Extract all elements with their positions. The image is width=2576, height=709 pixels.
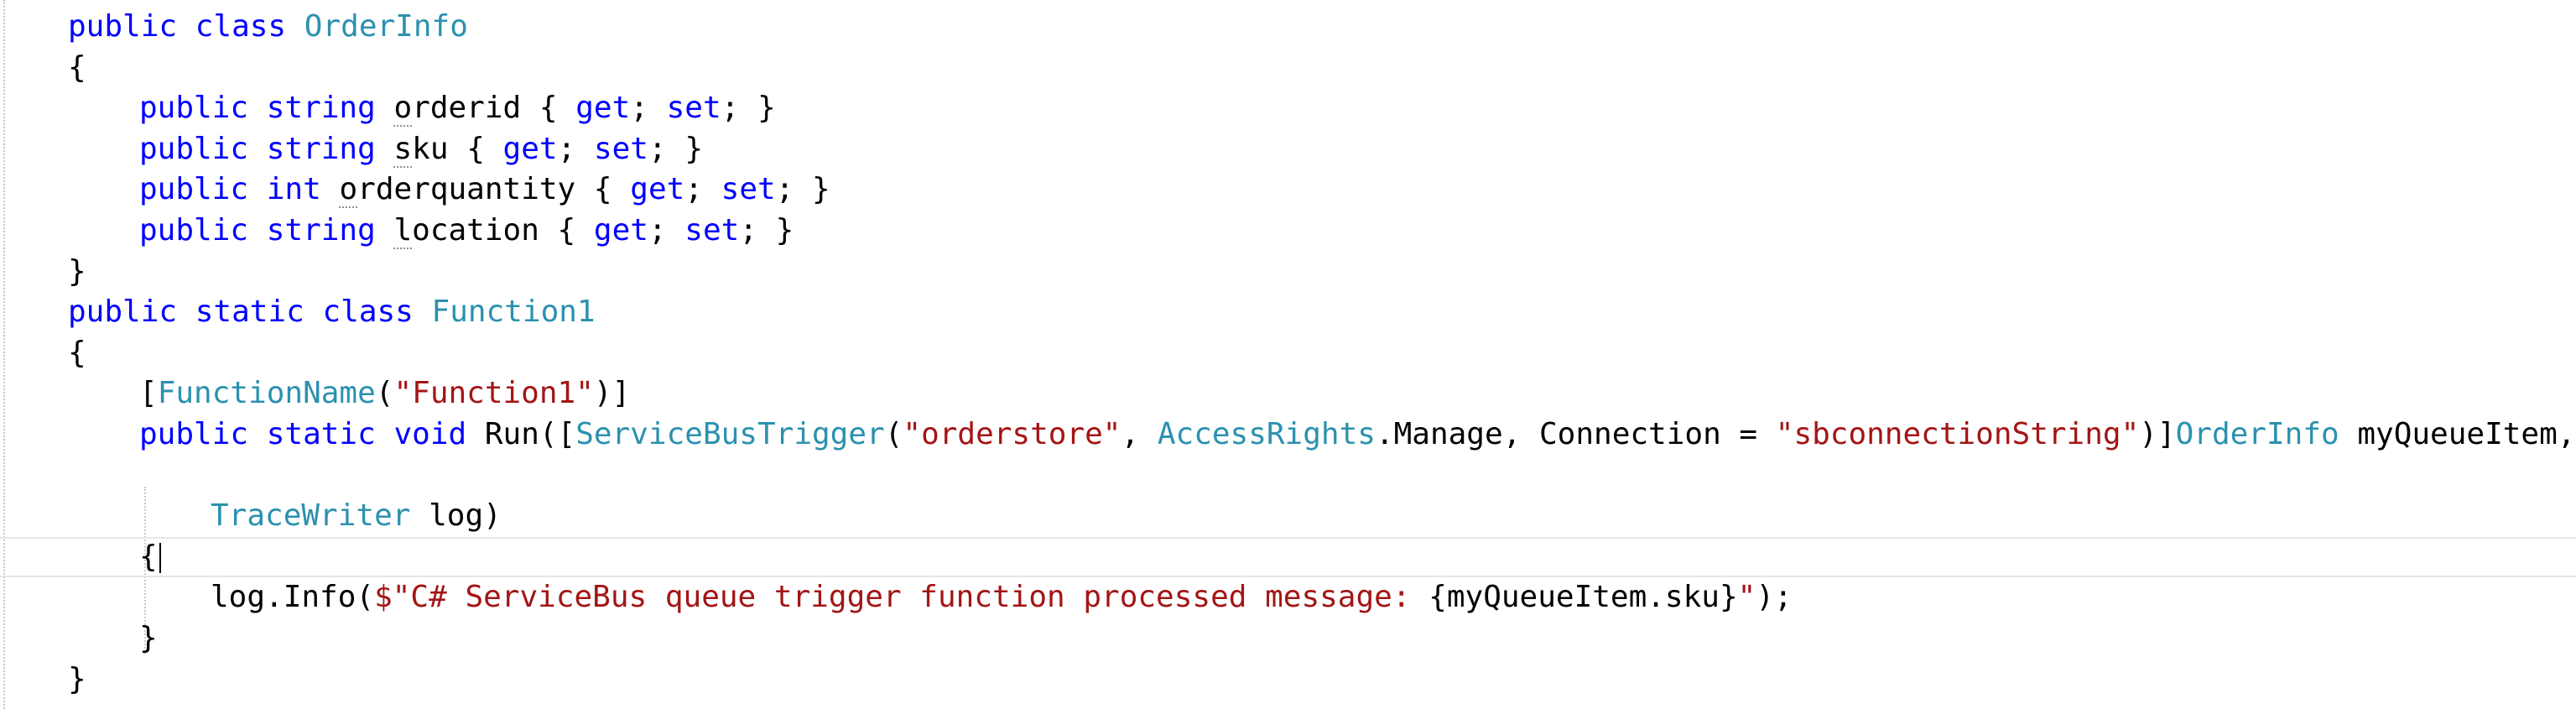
keyword: string: [266, 91, 376, 126]
punctuation: {: [539, 213, 594, 248]
keyword: string: [266, 213, 376, 248]
keyword: public: [139, 91, 249, 126]
punctuation: {: [521, 91, 576, 126]
code-line-12: [0, 456, 2576, 497]
keyword: public: [139, 213, 249, 248]
string-literal: ": [1737, 580, 1756, 615]
punctuation: ; }: [775, 172, 830, 207]
property-name: ocation: [412, 213, 539, 248]
keyword: public: [68, 295, 178, 330]
punctuation: ;: [648, 213, 685, 248]
property-name-hint: l: [393, 213, 413, 249]
code-line-16: }: [0, 618, 2576, 659]
keyword: class: [195, 9, 287, 44]
attribute-name: FunctionName: [157, 376, 376, 411]
punctuation: (: [884, 417, 903, 451]
property-name-hint: o: [339, 172, 358, 209]
punctuation: {: [448, 131, 503, 166]
member-access: .Manage, Connection =: [1375, 417, 1776, 451]
punctuation: ;: [557, 131, 594, 166]
property-name: rderid: [412, 91, 522, 126]
text-caret: [159, 542, 161, 573]
punctuation: ,: [1121, 417, 1158, 451]
method-call: log.Info(: [211, 580, 375, 615]
property-name-hint: s: [393, 131, 413, 168]
punctuation: [: [139, 376, 158, 411]
type-name: OrderInfo: [2175, 417, 2339, 451]
parameter-name: myQueueItem,: [2339, 417, 2576, 451]
method-name: Run([: [484, 417, 576, 451]
type-name: TraceWriter: [211, 498, 411, 534]
class-name: Function1: [431, 295, 596, 330]
code-line-3: public string orderid { get; set; }: [0, 88, 2576, 129]
keyword: public: [139, 172, 249, 207]
brace: {: [139, 539, 158, 574]
code-line-1: public class OrderInfo: [0, 7, 2576, 48]
punctuation: ;: [684, 172, 721, 207]
keyword: void: [393, 417, 467, 451]
string-literal: "Function1": [393, 376, 594, 411]
type-name: AccessRights: [1157, 417, 1376, 451]
attribute-name: ServiceBusTrigger: [575, 417, 885, 451]
keyword: public: [68, 9, 178, 44]
keyword: get: [575, 91, 631, 126]
code-line-8: public static class Function1: [0, 292, 2576, 333]
keyword: get: [630, 172, 685, 207]
punctuation: );: [1756, 580, 1793, 615]
string-literal: $"C# ServiceBus queue trigger function p…: [374, 580, 1429, 615]
code-line-4: public string sku { get; set; }: [0, 129, 2576, 170]
code-line-6: public string location { get; set; }: [0, 211, 2576, 252]
code-line-2: {: [0, 48, 2576, 89]
punctuation: ; }: [721, 91, 776, 126]
indent-guide-outer: [3, 0, 5, 709]
keyword: get: [593, 213, 648, 248]
parameter-name: log): [410, 498, 502, 534]
string-literal: "sbconnectionString": [1775, 417, 2140, 451]
keyword: get: [502, 131, 558, 166]
code-line-9: {: [0, 333, 2576, 374]
brace: }: [139, 621, 158, 655]
keyword: set: [666, 91, 721, 126]
indent-guide-method: [144, 487, 146, 654]
keyword: public: [139, 417, 249, 451]
punctuation: ;: [630, 91, 667, 126]
keyword: set: [684, 213, 740, 248]
keyword: string: [266, 131, 376, 166]
keyword: class: [322, 295, 414, 330]
punctuation: {: [575, 172, 631, 207]
code-line-15: log.Info($"C# ServiceBus queue trigger f…: [0, 577, 2576, 618]
punctuation: ; }: [739, 213, 794, 248]
brace: }: [68, 253, 86, 289]
code-line-14-current[interactable]: {: [0, 536, 2576, 578]
code-line-10: [FunctionName("Function1")]: [0, 373, 2576, 414]
property-name: rderquantity: [357, 172, 576, 207]
punctuation: )]: [2139, 417, 2176, 451]
class-name: OrderInfo: [304, 9, 468, 44]
code-line-5: public int orderquantity { get; set; }: [0, 169, 2576, 211]
property-name-hint: o: [393, 91, 413, 128]
brace: {: [68, 335, 86, 370]
keyword: int: [266, 172, 321, 207]
punctuation: ; }: [648, 131, 703, 166]
punctuation: )]: [593, 376, 631, 411]
code-line-17: }: [0, 659, 2576, 701]
interpolation: {myQueueItem.sku}: [1429, 580, 1738, 615]
code-line-13: TraceWriter log): [0, 496, 2576, 537]
keyword: public: [139, 131, 249, 166]
code-line-11: public static void Run([ServiceBusTrigge…: [0, 414, 2576, 456]
keyword: static: [266, 417, 376, 451]
punctuation: (: [375, 376, 394, 411]
keyword: set: [721, 172, 776, 207]
brace: {: [68, 50, 86, 85]
keyword: static: [195, 295, 304, 330]
code-line-7: }: [0, 252, 2576, 293]
keyword: set: [593, 131, 648, 166]
string-literal: "orderstore": [903, 417, 1121, 451]
property-name: ku: [412, 131, 449, 166]
brace: }: [68, 661, 86, 696]
